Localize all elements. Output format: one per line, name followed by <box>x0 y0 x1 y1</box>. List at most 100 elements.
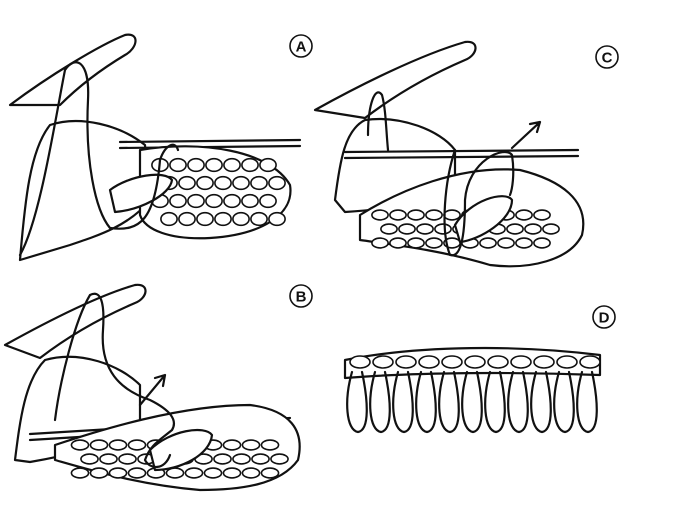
index-finger <box>313 40 477 120</box>
loop <box>415 370 437 434</box>
stitch <box>70 467 90 479</box>
stitch <box>464 355 486 369</box>
stitch <box>260 467 280 479</box>
loop-stitches <box>346 355 601 434</box>
stitch <box>510 355 532 369</box>
label-b: B <box>296 289 307 306</box>
stitch <box>425 209 443 221</box>
stitch <box>241 193 259 209</box>
stitch <box>223 157 241 173</box>
stitch <box>127 467 147 479</box>
arrow <box>510 120 542 150</box>
loop <box>369 370 391 434</box>
stitch <box>196 211 214 227</box>
stitch <box>443 209 461 221</box>
panel-c: C <box>313 40 619 268</box>
loop <box>346 370 368 434</box>
stitch <box>178 175 196 191</box>
crochet-hook <box>343 148 580 160</box>
stitch <box>418 355 440 369</box>
stitch <box>250 211 268 227</box>
stitch <box>127 439 147 451</box>
loop <box>392 370 414 434</box>
panel-d: D <box>343 305 616 434</box>
stitch <box>214 211 232 227</box>
stitch <box>533 355 555 369</box>
stitch <box>187 193 205 209</box>
stitch <box>89 467 109 479</box>
stitch <box>205 193 223 209</box>
label-circle-c <box>595 45 619 69</box>
stitch <box>169 193 187 209</box>
stitch <box>196 175 214 191</box>
stitch <box>434 223 452 235</box>
yarn <box>53 292 176 468</box>
stitch <box>441 355 463 369</box>
loop <box>530 370 552 434</box>
stitch <box>416 223 434 235</box>
index-finger <box>3 283 147 360</box>
stitch <box>241 157 259 173</box>
loop <box>576 370 598 434</box>
stitch <box>506 223 524 235</box>
stitch <box>268 175 286 191</box>
stitch <box>118 453 137 465</box>
stitch <box>533 209 551 221</box>
stitch <box>108 439 128 451</box>
loop <box>484 370 506 434</box>
loop <box>461 370 483 434</box>
index-finger <box>8 33 137 107</box>
stitch <box>579 355 601 369</box>
stitch <box>371 209 389 221</box>
label-circle-a <box>289 34 313 58</box>
stitch <box>533 237 551 249</box>
label-circle-d <box>592 305 616 329</box>
loop <box>553 370 575 434</box>
stitch <box>515 237 533 249</box>
stitch <box>389 237 407 249</box>
panel-a: A <box>8 33 313 262</box>
stitch <box>108 467 128 479</box>
stitch <box>214 175 232 191</box>
stitch <box>232 211 250 227</box>
stitch <box>251 453 270 465</box>
stitch <box>395 355 417 369</box>
stitch <box>524 223 542 235</box>
stitch <box>270 453 289 465</box>
loop <box>438 370 460 434</box>
stitch <box>380 223 398 235</box>
label-c: C <box>602 50 613 67</box>
stitch <box>169 157 187 173</box>
stitch <box>160 211 178 227</box>
stitch <box>542 223 560 235</box>
stitch <box>187 157 205 173</box>
stitch <box>259 193 277 209</box>
stitch <box>250 175 268 191</box>
thumb <box>148 428 214 472</box>
stitch <box>223 193 241 209</box>
stitch <box>487 355 509 369</box>
stitch <box>259 157 277 173</box>
stitch <box>407 237 425 249</box>
stitch <box>232 175 250 191</box>
panel-b: B <box>3 283 313 492</box>
arrow <box>138 373 167 407</box>
yarn <box>366 91 515 257</box>
thumb <box>453 195 514 244</box>
stitch <box>371 237 389 249</box>
stitch <box>184 467 204 479</box>
stitch <box>213 453 232 465</box>
stitch <box>349 355 371 369</box>
stitch <box>241 439 261 451</box>
stitch <box>222 439 242 451</box>
stitch <box>80 453 99 465</box>
stitch <box>479 237 497 249</box>
stitch <box>497 237 515 249</box>
stitch <box>515 209 533 221</box>
stitch <box>260 439 280 451</box>
stitch <box>205 157 223 173</box>
loop <box>507 370 529 434</box>
label-circle-b <box>289 284 313 308</box>
